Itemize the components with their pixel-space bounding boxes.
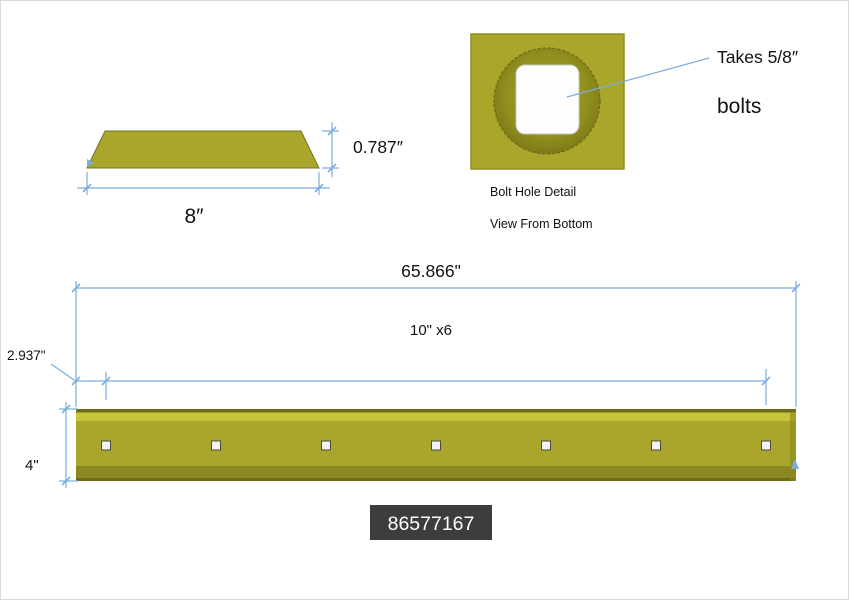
dim-line	[59, 402, 78, 488]
part-number-plate: 86577167	[370, 505, 492, 540]
dim-tick	[61, 404, 71, 486]
origin-marker-icon	[87, 159, 94, 167]
detail-caption-subtitle: View From Bottom	[490, 217, 593, 231]
part-number-box	[370, 505, 492, 540]
dim-tick	[71, 283, 801, 293]
origin-marker-icon	[791, 459, 799, 469]
bolt-hole	[761, 440, 771, 451]
dimension-width: 8″	[77, 172, 330, 228]
width-label: 8″	[184, 205, 204, 228]
dimension-thickness: 0.787″	[322, 122, 403, 177]
bolt-callout-line2: bolts	[717, 95, 761, 118]
cross-section-view: 0.787″ 8″	[77, 122, 403, 228]
part-number-label: 86577167	[388, 513, 475, 535]
bolt-holes	[101, 440, 771, 451]
blade-bottom-bevel	[76, 466, 796, 481]
end-offset-label: 2.937"	[7, 348, 46, 363]
bolt-hole	[431, 440, 441, 451]
bolt-hole	[101, 440, 111, 451]
bolt-hole	[541, 440, 551, 451]
bolt-hole	[321, 440, 331, 451]
blade-top-edge	[76, 409, 796, 413]
dim-line	[75, 281, 797, 407]
blade-height-label: 4"	[25, 457, 39, 474]
cross-section-profile-shape	[86, 130, 320, 169]
blade-top-bevel	[76, 412, 796, 421]
dim-tick	[327, 126, 337, 173]
dimension-end-offset: 2.937"	[7, 348, 78, 383]
bolt-callout-line1: Takes 5/8″	[717, 47, 798, 67]
blade-right-shade	[790, 412, 796, 481]
dim-line	[77, 172, 330, 195]
counterbore-edge	[493, 47, 601, 155]
blade-bottom-edge	[76, 478, 796, 481]
overall-length-label: 65.866"	[401, 261, 461, 281]
square-bolt-hole	[515, 64, 580, 135]
dimension-blade-height: 4"	[25, 402, 78, 488]
blade-front-view	[76, 409, 799, 481]
dim-tick	[82, 183, 324, 193]
bolt-hole	[651, 440, 661, 451]
bolt-hole	[211, 440, 221, 451]
leader-line	[50, 363, 78, 383]
hole-spacing-label: 10" x6	[410, 322, 452, 339]
bolt-hole-detail-view: Takes 5/8″ bolts Bolt Hole Detail View F…	[470, 33, 798, 231]
dimension-hole-spacing: 10" x6	[71, 322, 771, 405]
callout-leader-line	[566, 57, 710, 98]
detail-caption-title: Bolt Hole Detail	[490, 185, 576, 199]
dim-line	[76, 369, 767, 405]
dimension-overall-length: 65.866"	[71, 261, 801, 407]
thickness-label: 0.787″	[353, 137, 403, 157]
